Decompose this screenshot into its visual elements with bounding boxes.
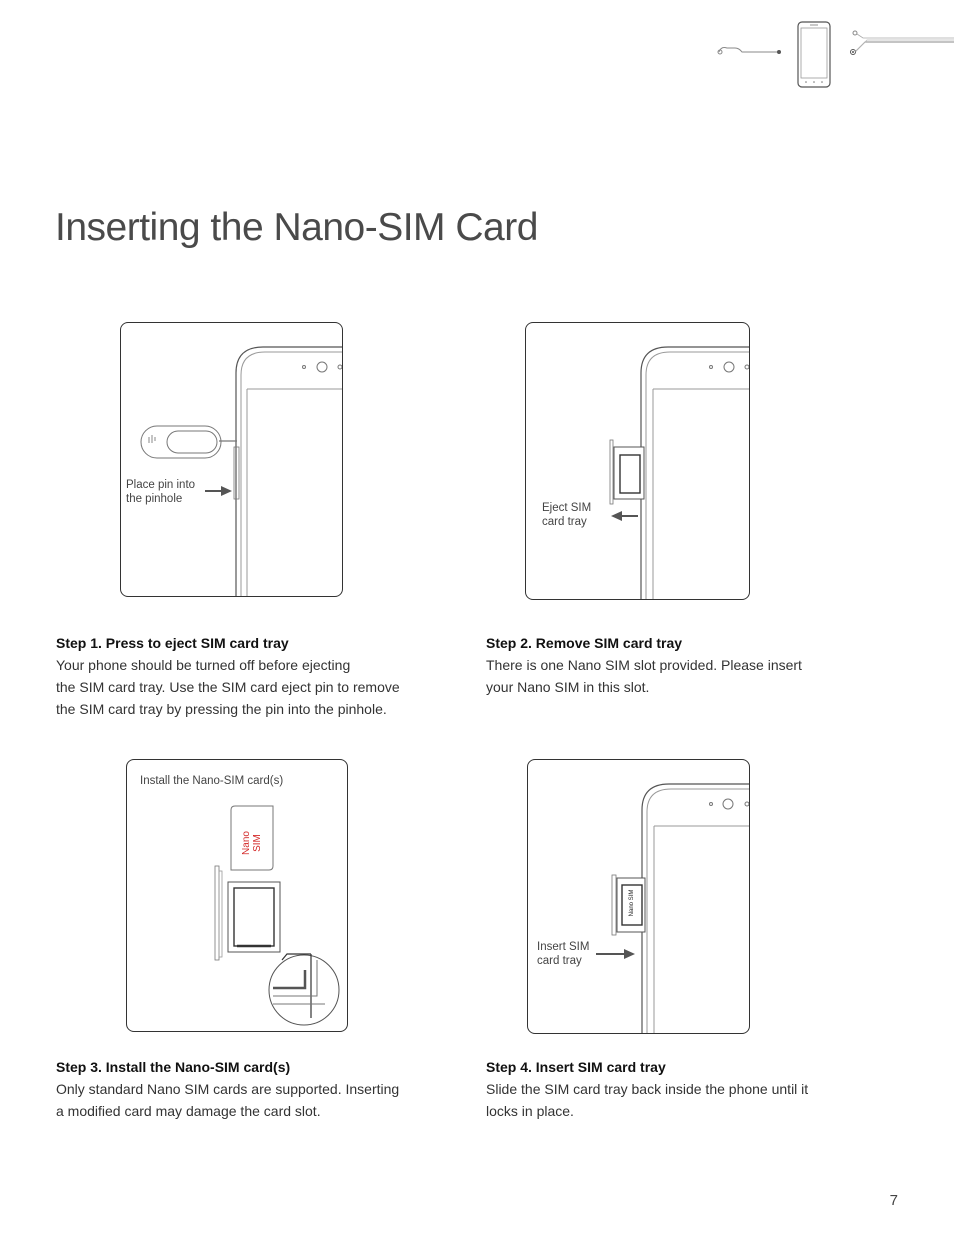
step2-heading: Step 2. Remove SIM card tray [486,635,683,651]
step3-line2: a modified card may damage the card slot… [56,1103,321,1119]
tray-insert-drawing [596,783,749,1033]
step1-illustration: Place pin into the pinhole [120,322,343,597]
tray-eject-drawing [609,346,749,599]
p1-caption-line2: the pinhole [126,493,183,505]
step4-line2: locks in place. [486,1103,574,1119]
p2-caption-line1: Eject SIM [542,502,592,514]
step4-line1: Slide the SIM card tray back inside the … [486,1081,809,1097]
step4-body: Slide the SIM card tray back inside the … [486,1078,808,1122]
step4-heading: Step 4. Insert SIM card tray [486,1059,666,1075]
step2-illustration: Eject SIM card tray [525,322,750,600]
page-number: 7 [889,1192,898,1209]
step1-line3: the SIM card tray by pressing the pin in… [56,701,387,717]
p1-caption-line1: Place pin into [126,479,196,491]
p4-caption-line2: card tray [537,955,582,967]
step3-heading: Step 3. Install the Nano-SIM card(s) [56,1059,291,1075]
step2-line2: your Nano SIM in this slot. [486,679,650,695]
step2-body: There is one Nano SIM slot provided. Ple… [486,654,802,698]
step4-illustration: Nano SIM Insert SIM card tray [527,759,750,1034]
p2-caption-line2: card tray [542,516,587,528]
page-title: Inserting the Nano-SIM Card [55,206,538,249]
step1-heading: Step 1. Press to eject SIM card tray [56,635,289,651]
step1-body: Your phone should be turned off before e… [56,654,400,720]
pin-phone-drawing [140,346,342,596]
step3-body: Only standard Nano SIM cards are support… [56,1078,399,1122]
step3-line1: Only standard Nano SIM cards are support… [56,1081,400,1097]
step1-line2: the SIM card tray. Use the SIM card ejec… [56,679,400,695]
p4-caption-line1: Insert SIM [537,941,590,953]
header-phone-icon [717,21,954,88]
p3-sim-label: Nano SIM [241,831,263,855]
p3-caption: Install the Nano-SIM card(s) [140,775,284,787]
step3-illustration: Install the Nano-SIM card(s) Nano SIM [126,759,348,1032]
p4-sim-label: Nano SIM [629,889,635,917]
step2-line1: There is one Nano SIM slot provided. Ple… [486,657,802,673]
sim-install-drawing [214,805,340,1026]
step1-line1: Your phone should be turned off before e… [56,657,351,673]
